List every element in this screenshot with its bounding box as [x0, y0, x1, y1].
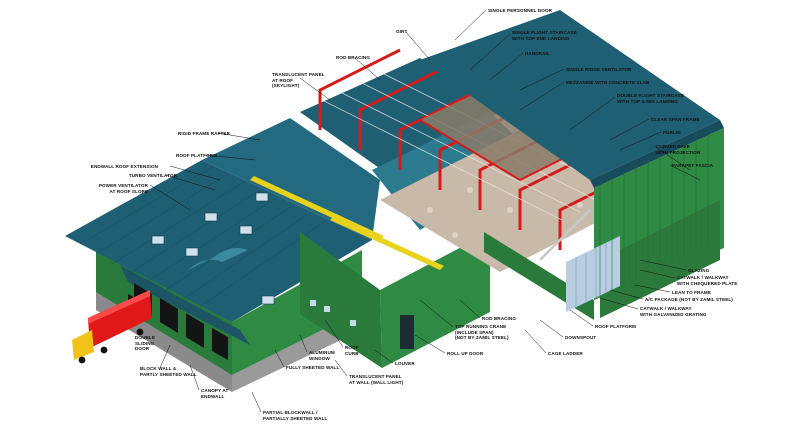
label-glazing: GLAZING [688, 268, 710, 273]
label-downspout: DOWNSPOUT [565, 335, 597, 340]
label-partial-blockwall: PARTIAL BLOCKWALL / PARTIALLY SHEETED WA… [263, 410, 328, 421]
label-single-ridge-ventilator: SINGLE RIDGE VENTILATOR [566, 67, 632, 72]
label-roll-up-door: ROLL UP DOOR [447, 351, 484, 356]
label-purlin: PURLIN [663, 130, 681, 135]
dock-opening-2 [160, 298, 178, 333]
curved-roof-vent [188, 248, 248, 270]
canopy [120, 265, 250, 345]
label-endwall-roof-extension: ENDWALL ROOF EXTENSION [90, 164, 158, 169]
label-catwalk-grating: CATWALK / WALKWAY WITH GALVANIZED GRATIN… [640, 306, 707, 317]
label-top-running-crane: TOP RUNNING CRANE (INCLUDE SPAN) (NOT BY… [455, 324, 509, 341]
left-bay-roof-front [202, 118, 380, 240]
label-power-ventilator: POWER VENTILATOR AT ROOF SLOPE [98, 183, 148, 194]
label-translucent-wall: TRANSLUCENT PANEL AT WALL (WALL LIGHT) [349, 374, 404, 385]
label-lean-to-frame: LEAN TO FRAME [672, 290, 711, 295]
label-mezzanine: MEZZANINE WITH CONCRETE SLAB [566, 80, 650, 85]
label-ac-package: A/C PACKAGE (NOT BY ZAMIL STEEL) [645, 297, 733, 302]
label-curved-eave: CURVED EAVE WITH PROJECTION [656, 144, 701, 155]
truck-trailer [88, 290, 152, 348]
lean-to-glazing [566, 236, 620, 312]
label-double-sliding-door: DOUBLE SLIDING DOOR [135, 335, 155, 352]
label-catwalk-chequered: CATWALK / WALKWAY WITH CHEQUERED PLATE [677, 275, 738, 286]
label-double-flight-staircase: DOUBLE FLIGHT STAIRCASE WITH TOP & MID L… [617, 93, 685, 104]
label-roof-platform: ROOF PLATFORM [595, 324, 637, 329]
label-aluminum-window: ALUMINUM WINDOW [309, 350, 335, 361]
label-rod-bracing: ROD BRACING [482, 316, 517, 321]
label-translucent-panel-roof: TRANSLUCENT PANEL AT ROOF (SKYLIGHT) [272, 72, 325, 89]
dock-opening-4 [212, 328, 228, 360]
label-fully-sheeted-wall: FULLY SHEETED WALL [286, 365, 340, 370]
label-rod-bracing-top: ROD BRACING [336, 55, 371, 60]
left-bay-roof [65, 160, 372, 322]
staircase [539, 209, 591, 261]
label-parapet-fascia: PARAPET FASCIA [672, 163, 714, 168]
middle-roof-back [300, 58, 500, 170]
middle-side-wall [300, 232, 382, 368]
roll-up-door [400, 315, 414, 349]
label-roof-curb: ROOF CURB [345, 345, 359, 356]
label-louver: LOUVER [395, 361, 415, 366]
label-cage-ladder: CAGE LADDER [548, 351, 583, 356]
label-girt: GIRT [396, 29, 408, 34]
label-single-flight-staircase: SINGLE FLIGHT STAIRCASE WITH TOP END LAN… [512, 30, 577, 41]
label-roof-platform-top: ROOF PLATFORM [175, 153, 217, 158]
dock-opening-3 [186, 313, 204, 348]
label-single-personnel-door: SINGLE PERSONNEL DOOR [488, 8, 553, 13]
label-turbo-ventilator: TURBO VENTILATOR [128, 173, 177, 178]
label-clear-span-frame: CLEAR SPAN FRAME [651, 117, 700, 122]
label-rigid-frame-rafter: RIGID FRAME RAFTER [177, 131, 230, 136]
label-canopy-endwall: CANOPY AT ENDWALL [201, 388, 229, 399]
truck-cab [72, 330, 94, 360]
label-block-wall-partly: BLOCK WALL & PARTLY SHEETED WALL [140, 366, 197, 377]
label-handrail: HANDRAIL [525, 51, 550, 56]
